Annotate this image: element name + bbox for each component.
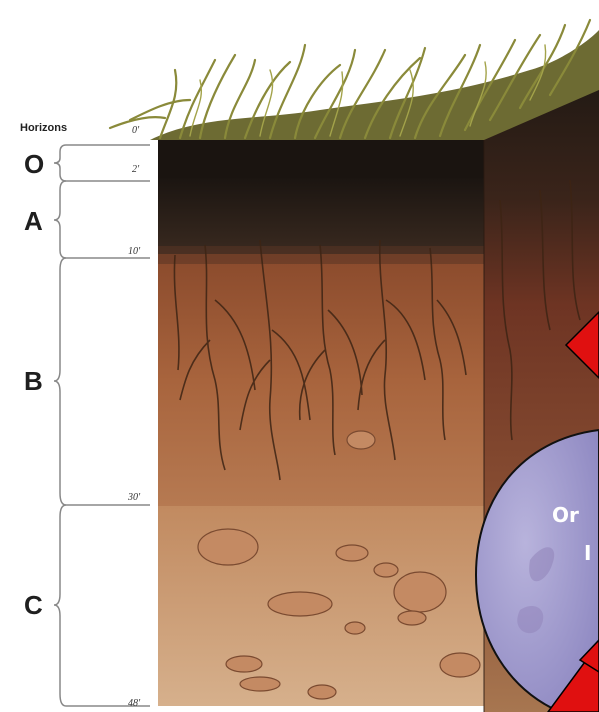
brace-c xyxy=(54,505,66,706)
soil-block-front xyxy=(158,138,484,706)
diagram-title: Horizons xyxy=(20,122,67,134)
horizon-label-b: B xyxy=(24,366,43,396)
depth-label-30: 30' xyxy=(127,492,141,503)
horizon-label-c: C xyxy=(24,590,43,620)
brace-b xyxy=(54,258,66,505)
brace-o xyxy=(54,145,66,181)
horizon-o-layer xyxy=(158,138,484,180)
depth-label-0: 0' xyxy=(132,125,140,136)
depth-label-2: 2' xyxy=(132,164,140,175)
horizon-label-o: O xyxy=(24,149,44,179)
depth-label-48: 48' xyxy=(128,698,141,709)
horizon-scale xyxy=(54,145,150,706)
brace-a xyxy=(54,181,66,258)
horizon-label-a: A xyxy=(24,206,43,236)
callout-text-line1: Or xyxy=(552,503,579,527)
callout-text-line2: I xyxy=(584,541,591,565)
depth-label-10: 10' xyxy=(128,246,141,257)
horizon-a-layer xyxy=(158,178,484,256)
